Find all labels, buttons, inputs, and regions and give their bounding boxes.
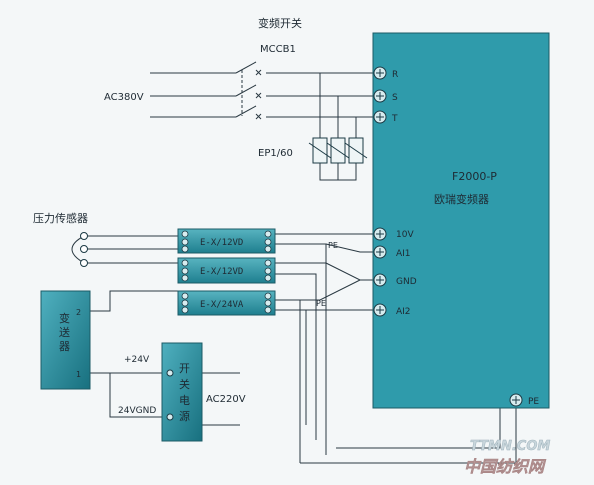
label-r: R xyxy=(392,70,398,80)
psu-char: 源 xyxy=(179,409,190,423)
psu-char: 电 xyxy=(179,394,190,407)
psu-text: 开关电源 xyxy=(179,362,190,423)
module-3: E-X/24VA xyxy=(177,290,276,316)
breaker-label: MCCB1 xyxy=(260,44,296,55)
pressure-sensor-label: 压力传感器 xyxy=(33,212,88,225)
transmitter-char: 变 xyxy=(59,311,70,325)
transmitter-pin-2: 2 xyxy=(76,308,81,317)
sensor-pin-3 xyxy=(80,259,88,267)
label-ai2: AI2 xyxy=(396,307,411,317)
drive-name: 欧瑞变频器 xyxy=(434,192,489,206)
module-1-label: E-X/12VD xyxy=(200,238,243,248)
label-gnd: GND xyxy=(396,277,417,287)
module-2-label: E-X/12VD xyxy=(200,267,243,277)
fuse-label: EP1/60 xyxy=(258,148,293,159)
drive-model: F2000-P xyxy=(452,170,497,183)
sensor-pin-1 xyxy=(80,232,88,240)
supply-3ph-label: AC380V xyxy=(104,92,144,103)
watermark-en: TTMN.COM xyxy=(470,439,550,454)
module-2: E-X/12VD xyxy=(177,257,276,284)
module-3-body xyxy=(177,290,276,316)
transmitter-text: 变送器 xyxy=(59,311,70,353)
drive-terminals xyxy=(373,66,523,407)
module-3-label: E-X/24VA xyxy=(200,300,244,310)
vfd-drive-body xyxy=(372,32,550,409)
psu-char: 开 xyxy=(179,362,190,375)
module-screws xyxy=(181,230,272,314)
psu-screw-2 xyxy=(166,413,174,421)
transmitter-char: 送 xyxy=(59,325,70,339)
transmitter-pin-1: 1 xyxy=(76,370,81,379)
plus24-label: +24V xyxy=(124,355,150,365)
wiring xyxy=(71,61,517,464)
module-1-body xyxy=(177,228,276,254)
label-s: S xyxy=(392,93,398,103)
fuse-block xyxy=(308,137,368,164)
transmitter-body xyxy=(40,290,91,390)
supply-1ph-label: AC220V xyxy=(206,394,246,405)
label-pe: PE xyxy=(528,397,539,407)
sensor-pin-2 xyxy=(80,245,88,253)
watermark-cn: 中国纺织网 xyxy=(464,457,547,476)
psu-body xyxy=(161,342,203,442)
module-2-body xyxy=(177,257,276,284)
label-ai1: AI1 xyxy=(396,249,411,259)
wire-tag-pe-1: PE xyxy=(328,241,338,250)
label-10v: 10V xyxy=(396,230,414,240)
module-1: E-X/12VD xyxy=(177,228,276,254)
psu-screw-1 xyxy=(166,369,174,377)
gnd24-label: 24VGND xyxy=(118,406,156,416)
label-t: T xyxy=(391,114,398,124)
wire-tag-pe-2: PE xyxy=(316,299,326,308)
psu-char: 关 xyxy=(179,377,190,391)
vfd-switch-label: 变频开关 xyxy=(258,16,302,30)
transmitter-char: 器 xyxy=(59,340,70,353)
